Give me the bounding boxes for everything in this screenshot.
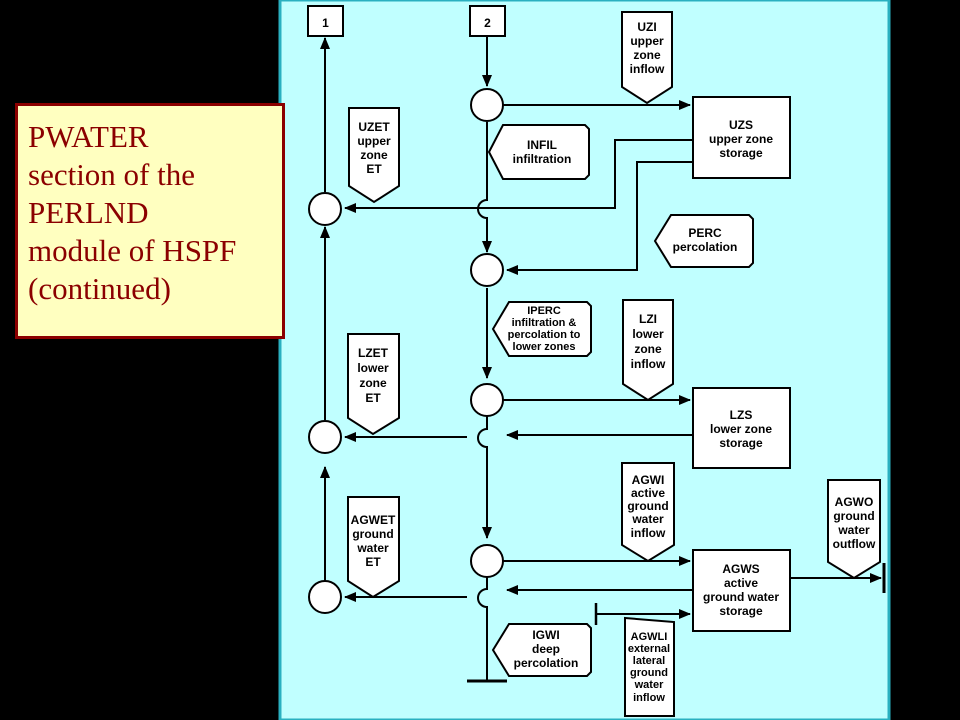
- node-agwi: [470, 544, 504, 578]
- uzet-label-3: ET: [366, 162, 382, 176]
- agws-label-2: ground water: [703, 590, 779, 604]
- lzs-label-2: storage: [719, 436, 763, 450]
- lzi-label-3: inflow: [631, 357, 666, 371]
- flag-agwli: [624, 616, 675, 717]
- uzet-label-0: UZET: [358, 120, 390, 134]
- flag-uzet: [348, 107, 400, 204]
- connector-1: [307, 5, 344, 37]
- storage-uzs: [692, 96, 791, 179]
- storage-agws: [692, 549, 791, 632]
- lzet-label-2: zone: [359, 376, 387, 390]
- iperc-label-2: percolation to: [508, 329, 581, 341]
- arrow-perc: [506, 161, 693, 275]
- agwo-label-0: AGWO: [835, 495, 874, 509]
- caption-line: PWATER: [28, 119, 149, 154]
- connector-1-label: 1: [322, 16, 329, 30]
- lzi-label-0: LZI: [639, 312, 657, 326]
- flag-lzi: [622, 299, 674, 402]
- caption-line: (continued): [28, 271, 171, 306]
- agwet-label-3: ET: [365, 555, 381, 569]
- lzet-label-0: LZET: [358, 346, 389, 360]
- agwet-label-0: AGWET: [351, 513, 396, 527]
- node-uzi: [470, 88, 504, 122]
- connector-2: [469, 5, 506, 37]
- infil-label-0: INFIL: [527, 138, 557, 152]
- agwi-label-2: ground: [627, 499, 668, 513]
- agwet-label-2: water: [356, 541, 389, 555]
- agwli-label-2: lateral: [633, 655, 665, 667]
- agwli-label-4: water: [634, 679, 664, 691]
- caption-line: module of HSPF: [28, 233, 237, 268]
- uzet-label-2: zone: [360, 148, 388, 162]
- uzet-label-1: upper: [357, 134, 391, 148]
- lzi-label-1: lower: [632, 327, 664, 341]
- agwet-label-1: ground: [352, 527, 393, 541]
- flag-perc: [653, 214, 754, 268]
- perc-label-1: percolation: [673, 240, 738, 254]
- uzi-label-3: inflow: [630, 62, 665, 76]
- agwo-label-1: ground: [833, 509, 874, 523]
- igwi-label-0: IGWI: [532, 628, 559, 642]
- uzs-label-1: upper zone: [709, 132, 773, 146]
- agwi-label-3: water: [631, 512, 664, 526]
- flag-agwo: [827, 479, 881, 580]
- node-perc: [470, 253, 504, 287]
- agwo-label-2: water: [837, 523, 870, 537]
- agws-label-0: AGWS: [722, 562, 759, 576]
- igwi-label-1: deep: [532, 642, 560, 656]
- agwo-label-3: outflow: [833, 537, 876, 551]
- uzi-label-2: zone: [633, 48, 661, 62]
- flag-uzi: [621, 11, 673, 105]
- igwi-label-2: percolation: [514, 656, 579, 670]
- connector-2-label: 2: [484, 16, 491, 30]
- node-lzet: [308, 420, 342, 454]
- agwi-label-4: inflow: [631, 526, 666, 540]
- agwli-label-0: AGWLI: [631, 631, 668, 643]
- agwi-label-0: AGWI: [632, 473, 665, 487]
- lzet-label-1: lower: [357, 361, 389, 375]
- uzi-label-1: upper: [630, 34, 664, 48]
- flag-lzet: [347, 333, 400, 436]
- caption-line: section of the: [28, 157, 196, 192]
- agwli-label-5: inflow: [633, 692, 665, 704]
- infil-label-1: infiltration: [513, 152, 572, 166]
- agwli-label-3: ground: [630, 667, 668, 679]
- lzs-label-1: lower zone: [710, 422, 772, 436]
- caption-box: PWATER section of the PERLND module of H…: [15, 103, 285, 339]
- line-igwi-deep: [477, 577, 488, 680]
- flag-iperc: [491, 301, 592, 357]
- lzs-label-0: LZS: [730, 408, 753, 422]
- uzs-label-2: storage: [719, 146, 763, 160]
- node-uzet: [308, 192, 342, 226]
- lzi-label-2: zone: [634, 342, 662, 356]
- uzs-label-0: UZS: [729, 118, 753, 132]
- uzi-label-0: UZI: [637, 20, 656, 34]
- node-agwet: [308, 580, 342, 614]
- caption-line: PERLND: [28, 195, 149, 230]
- iperc-label-3: lower zones: [513, 341, 576, 353]
- perc-label-0: PERC: [688, 226, 722, 240]
- flag-agwet: [347, 496, 400, 599]
- agws-label-1: active: [724, 576, 758, 590]
- iperc-label-1: infiltration &: [512, 317, 577, 329]
- agwli-label-1: external: [628, 643, 670, 655]
- flag-infil: [487, 124, 590, 180]
- iperc-label-0: IPERC: [527, 305, 561, 317]
- flag-agwi: [621, 462, 675, 563]
- agwi-label-1: active: [631, 486, 665, 500]
- arrow-uzet: [344, 139, 693, 213]
- lzet-label-3: ET: [365, 391, 381, 405]
- flag-igwi: [491, 623, 592, 677]
- agws-label-3: storage: [719, 604, 763, 618]
- node-lzi: [470, 383, 504, 417]
- storage-lzs: [692, 387, 791, 469]
- arrow-agwi-down: [477, 416, 492, 539]
